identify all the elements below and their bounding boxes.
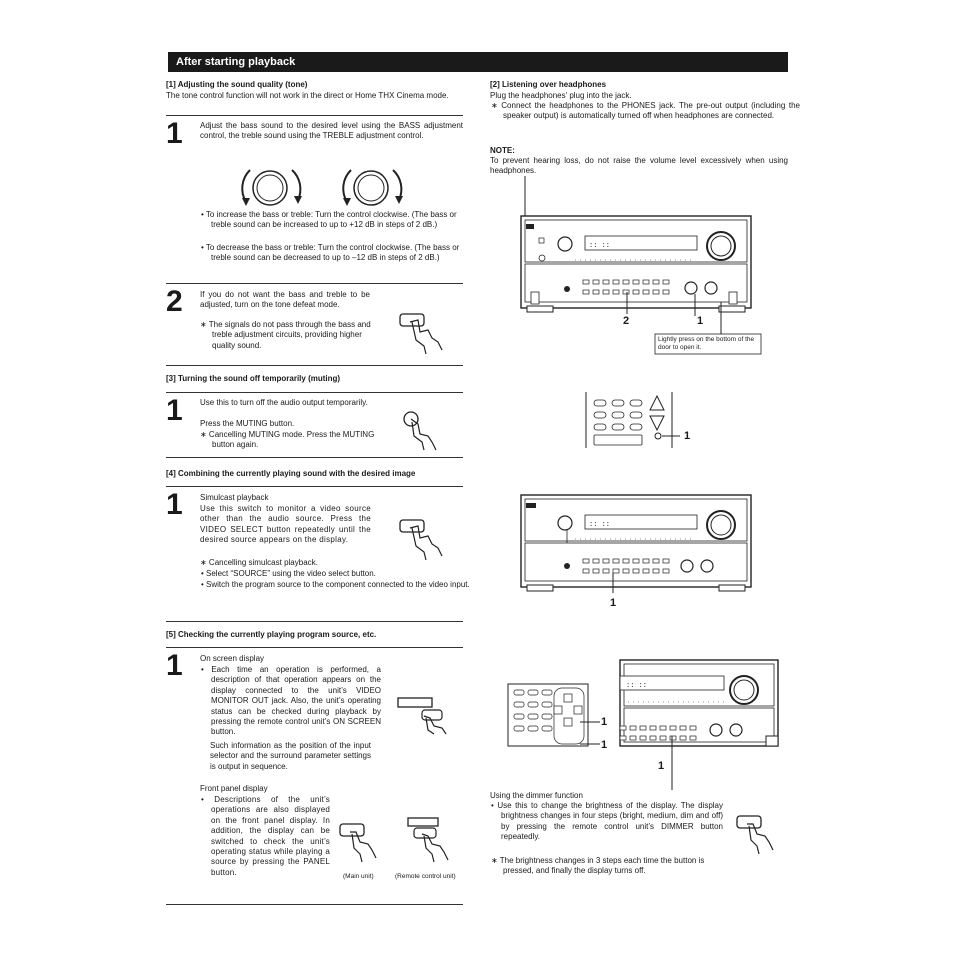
caption-main-unit: (Main unit) [343,873,374,880]
muting-text2: Press the MUTING button. [200,419,295,428]
panel-button-main-icon [339,823,377,863]
button-press-icon [399,313,443,355]
note-title: NOTE: [490,146,515,155]
divider [166,365,463,366]
simulcast-note: ∗ Cancelling simulcast playback. [200,558,318,567]
callout-number: 1 [610,597,617,609]
svg-text::: ::: :: :: [589,242,610,250]
svg-text::: ::: :: :: [626,682,647,690]
callout-number: 1 [601,739,608,751]
panel-button-remote-icon [407,817,449,863]
front-panel-bullet: • Descriptions of the unit’s operations … [201,795,330,877]
receiver-video-select-diagram: :: :: [520,494,752,593]
divider [166,647,463,648]
divider [166,392,463,393]
muting-button-icon [403,411,437,451]
tone-bullet-decrease: • To decrease the bass or treble: Turn t… [201,243,460,263]
step-number: 1 [166,649,183,682]
front-panel-title: Front panel display [200,784,268,793]
divider [166,621,463,622]
callout-number: 1 [697,315,704,327]
dimmer-note: ∗ The brightness changes in 3 steps each… [491,856,705,876]
muting-note: ∗ Cancelling MUTING mode. Press the MUTI… [200,430,375,450]
muting-text: Use this to turn off the audio output te… [200,398,368,407]
callout-number: 2 [623,315,630,327]
on-screen-button-icon [397,697,447,735]
simulcast-title: Simulcast playback [200,493,269,502]
divider [166,283,463,284]
tone-note: The tone control function will not work … [166,91,449,100]
section-title: After starting playback [176,56,296,68]
heading-headphones: [2] Listening over headphones [490,80,607,89]
section-title-bar: After starting playback [168,52,788,72]
tone-bullet-increase: • To increase the bass or treble: Turn t… [201,210,457,230]
heading-program-source: [5] Checking the currently playing progr… [166,630,377,639]
step-number: 1 [166,117,183,150]
note-text: To prevent hearing loss, do not raise th… [490,156,788,176]
dimmer-button-icon [736,815,774,855]
simulcast-text: Use this switch to monitor a video sourc… [200,504,371,545]
onscreen-bullet: • Each time an operation is performed, a… [201,665,381,737]
heading-tone: [1] Adjusting the sound quality (tone) [166,80,308,89]
step-note: ∗ The signals do not pass through the ba… [200,320,371,350]
simulcast-bullet2: • Switch the program source to the compo… [201,580,470,589]
simulcast-bullet1: • Select “SOURCE” using the video select… [201,569,376,578]
svg-text::: ::: :: :: [589,521,610,529]
divider [166,457,463,458]
callout-number: 1 [658,760,665,772]
receiver-with-remote-diagram: :: :: [507,659,779,790]
receiver-front-panel-diagram: :: :: [520,176,762,355]
treble-knob-icon [342,169,403,206]
remote-control-diagram [585,392,680,448]
heading-muting: [3] Turning the sound off temporarily (m… [166,374,341,383]
dimmer-bullet: • Use this to change the brightness of t… [491,801,723,842]
step-text: If you do not want the bass and treble t… [200,290,370,310]
step-number: 2 [166,285,183,318]
step-number: 1 [166,394,183,427]
heading-simulcast: [4] Combining the currently playing soun… [166,469,416,478]
headphones-note: ∗ Connect the headphones to the PHONES j… [491,101,800,121]
video-select-button-icon [399,519,443,561]
divider [166,115,463,116]
dimmer-title: Using the dimmer function [490,791,583,800]
onscreen-text: Such information as the position of the … [210,741,371,771]
onscreen-title: On screen display [200,654,265,663]
divider [166,486,463,487]
callout-number: 1 [684,430,691,442]
bass-knob-icon [241,169,302,206]
callout-number: 1 [601,716,608,728]
divider [166,904,463,905]
headphones-text: Plug the headphones’ plug into the jack. [490,91,632,100]
caption-remote-unit: (Remote control unit) [395,873,456,880]
step-number: 1 [166,488,183,521]
door-callout: Lightly press on the bottom of the door … [658,336,755,351]
step-text: Adjust the bass sound to the desired lev… [200,121,463,141]
